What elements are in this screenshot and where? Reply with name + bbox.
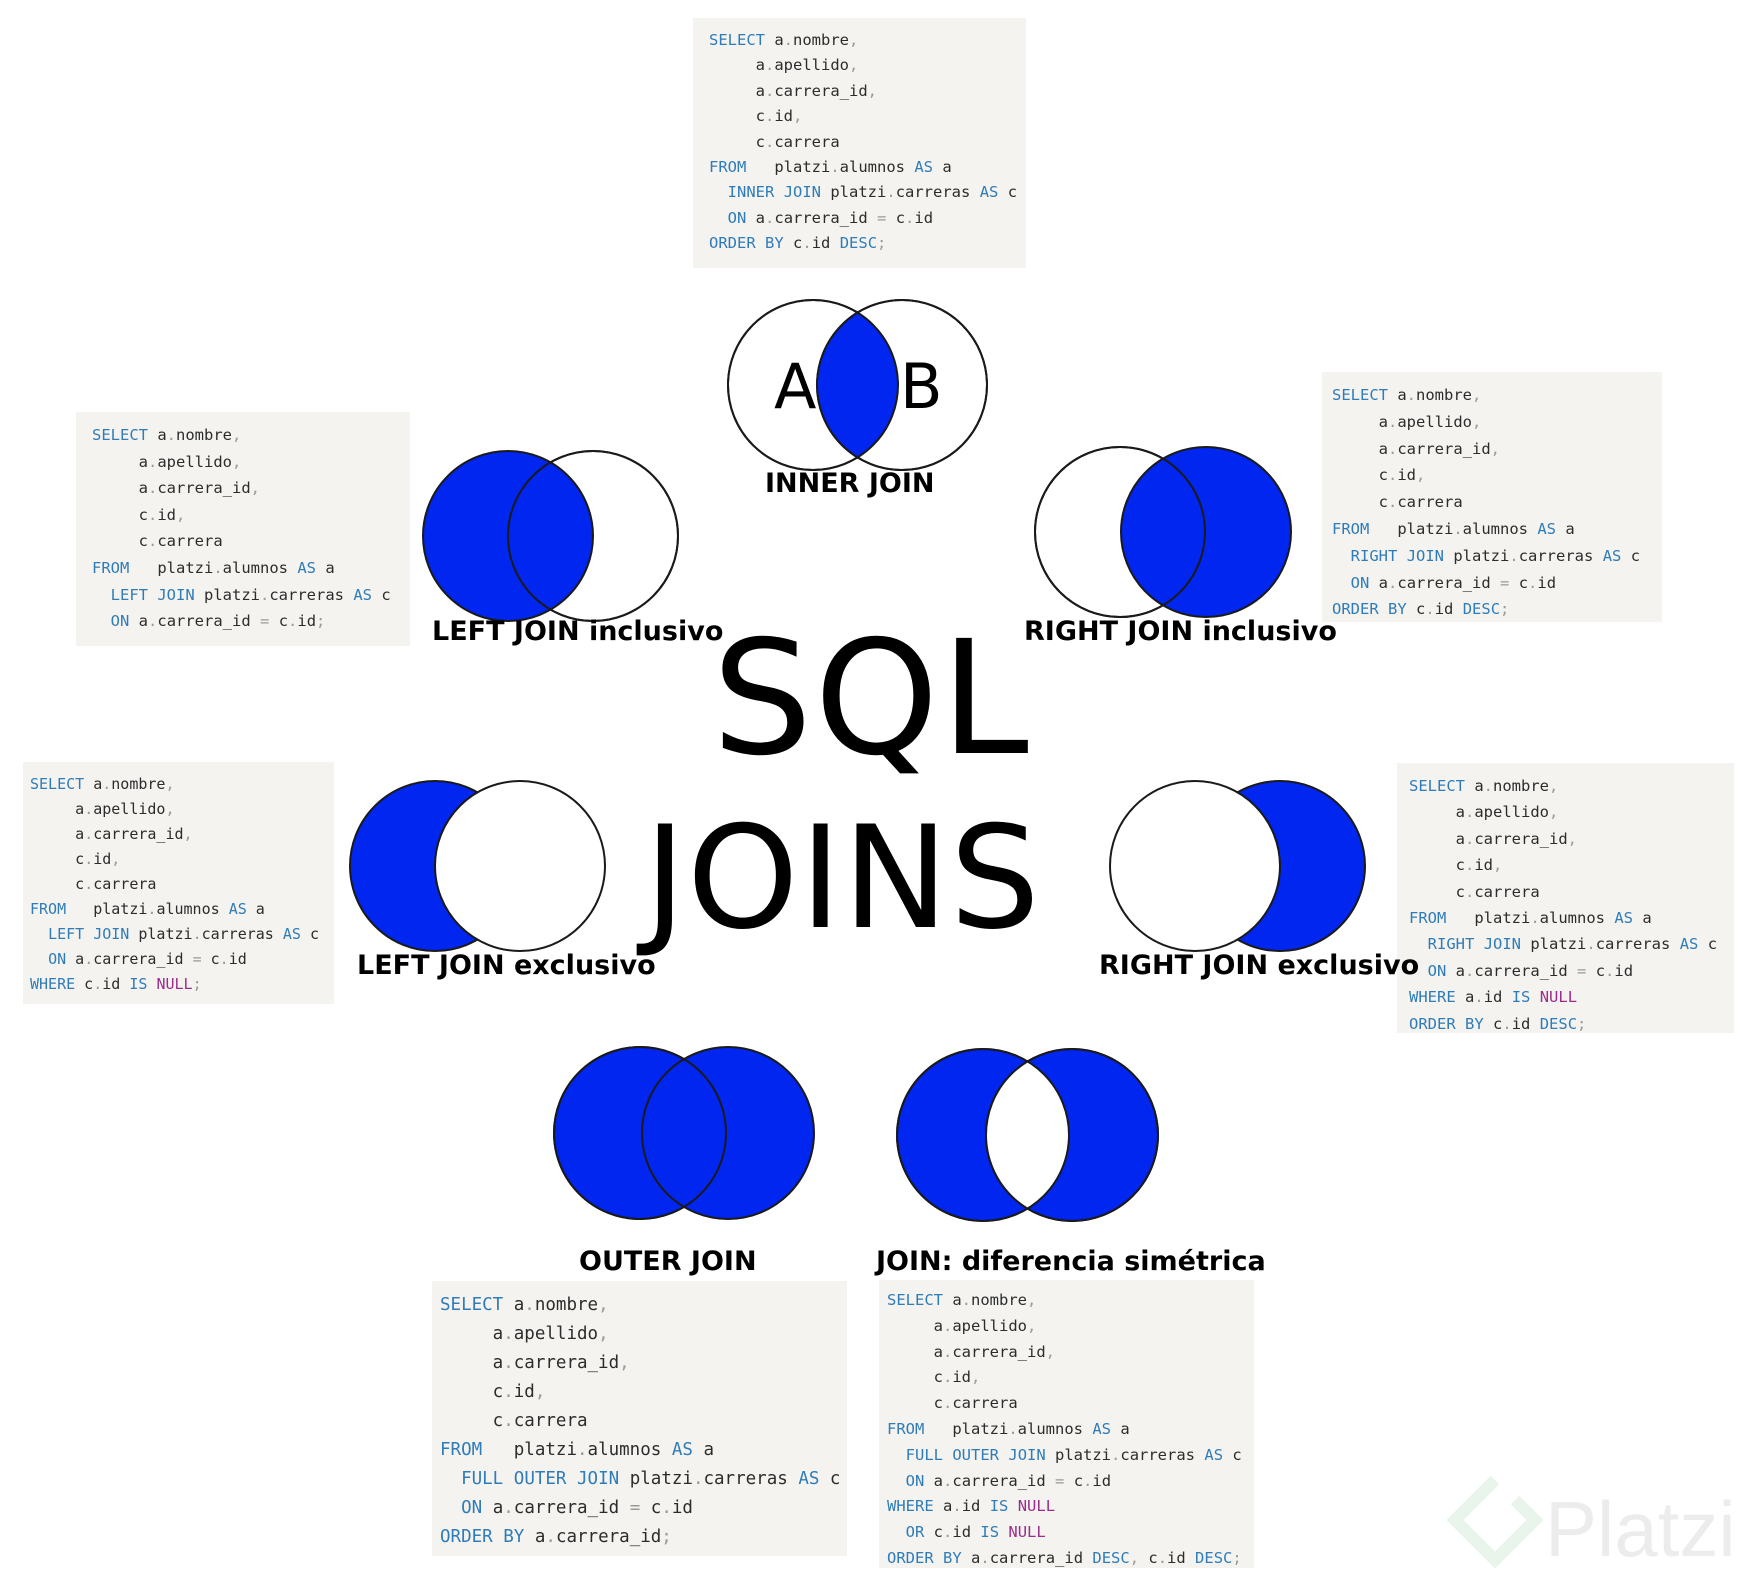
set-b-label: B xyxy=(900,350,943,423)
code-line: FROM platzi.alumnos AS a xyxy=(1332,519,1575,538)
code-line: LEFT JOIN platzi.carreras AS c xyxy=(48,925,319,943)
code-line: RIGHT JOIN platzi.carreras AS c xyxy=(1427,935,1718,954)
code-block-inner-join: SELECT a.nombre, a.apellido, a.carrera_i… xyxy=(693,18,1026,268)
code-line: WHERE a.id IS NULL xyxy=(887,1497,1056,1516)
code-line: a.apellido, xyxy=(1409,803,1559,822)
code-line: c.carrera xyxy=(92,532,223,551)
code-line: ON a.carrera_id = c.id xyxy=(48,950,247,968)
left-join-exclusive-label: LEFT JOIN exclusivo xyxy=(357,950,656,981)
platzi-brand-text: Platzi xyxy=(1545,1485,1736,1573)
code-line: SELECT a.nombre, xyxy=(30,775,175,793)
code-line: a.apellido, xyxy=(92,452,242,471)
platzi-logo-icon: Platzi xyxy=(1446,1475,1736,1573)
code-line: ORDER BY c.id DESC; xyxy=(1409,1014,1587,1033)
set-a-label: A xyxy=(774,350,816,423)
code-block-left-join-exclusive: SELECT a.nombre, a.apellido, a.carrera_i… xyxy=(23,762,334,1004)
code-line: a.carrera_id, xyxy=(887,1342,1056,1361)
code-line: a.carrera_id, xyxy=(1409,829,1578,848)
code-line: FULL OUTER JOIN platzi.carreras AS c xyxy=(461,1469,841,1489)
code-line: a.carrera_id, xyxy=(709,81,878,100)
code-line: a.apellido, xyxy=(887,1316,1037,1335)
code-line: SELECT a.nombre, xyxy=(709,31,859,49)
code-line: SELECT a.nombre, xyxy=(440,1295,609,1315)
code-line: c.carrera xyxy=(30,875,157,893)
outer-set-b-filled xyxy=(641,1046,815,1220)
code-block-left-join-inclusive: SELECT a.nombre, a.apellido, a.carrera_i… xyxy=(76,412,410,646)
code-line: c.id, xyxy=(92,505,186,524)
code-line: ORDER BY c.id DESC; xyxy=(1332,600,1510,619)
right-join-inclusive-label: RIGHT JOIN inclusivo xyxy=(1024,616,1337,647)
code-line: c.id, xyxy=(709,107,803,126)
code-line: FROM platzi.alumnos AS a xyxy=(92,558,335,577)
code-line: ON a.carrera_id = c.id xyxy=(727,208,934,227)
code-line: OR c.id IS NULL xyxy=(905,1523,1046,1542)
code-block-right-join-exclusive: SELECT a.nombre, a.apellido, a.carrera_i… xyxy=(1397,763,1734,1033)
code-line: ON a.carrera_id = c.id xyxy=(1350,573,1557,592)
code-line: c.id, xyxy=(440,1382,546,1402)
code-line: LEFT JOIN platzi.carreras AS c xyxy=(110,585,391,604)
code-block-symmetric-difference: SELECT a.nombre, a.apellido, a.carrera_i… xyxy=(879,1280,1254,1568)
code-line: RIGHT JOIN platzi.carreras AS c xyxy=(1350,546,1641,565)
code-line: FROM platzi.alumnos AS a xyxy=(887,1419,1130,1438)
code-line: FULL OUTER JOIN platzi.carreras AS c xyxy=(905,1445,1242,1464)
code-line: a.apellido, xyxy=(30,800,175,818)
code-line: c.id, xyxy=(887,1368,981,1387)
code-line: c.carrera xyxy=(1332,493,1463,512)
title-joins: JOINS xyxy=(644,796,1041,961)
code-line: SELECT a.nombre, xyxy=(887,1291,1037,1309)
code-line: a.carrera_id, xyxy=(30,825,193,843)
code-line: c.carrera xyxy=(709,132,840,151)
code-line: c.carrera xyxy=(440,1411,588,1431)
code-block-right-join-inclusive: SELECT a.nombre, a.apellido, a.carrera_i… xyxy=(1322,372,1662,622)
code-line: FROM platzi.alumnos AS a xyxy=(440,1440,714,1460)
code-line: ON a.carrera_id = c.id xyxy=(1427,961,1634,980)
code-line: a.apellido, xyxy=(1332,412,1482,431)
code-line: FROM platzi.alumnos AS a xyxy=(1409,909,1652,928)
code-line: ON a.carrera_id = c.id; xyxy=(110,612,326,631)
code-line: WHERE c.id IS NULL; xyxy=(30,975,202,993)
code-line: ON a.carrera_id = c.id xyxy=(905,1471,1112,1490)
right-join-exclusive-label: RIGHT JOIN exclusivo xyxy=(1099,950,1420,981)
code-line: c.id, xyxy=(1332,466,1426,485)
code-line: FROM platzi.alumnos AS a xyxy=(30,900,265,918)
code-line: SELECT a.nombre, xyxy=(92,426,242,444)
code-block-outer-join: SELECT a.nombre, a.apellido, a.carrera_i… xyxy=(432,1281,847,1556)
inner-join-label: INNER JOIN xyxy=(765,468,935,499)
code-line: ORDER BY a.carrera_id DESC, c.id DESC; xyxy=(887,1548,1242,1567)
platzi-watermark: Platzi xyxy=(1440,1470,1740,1580)
code-line: ORDER BY c.id DESC; xyxy=(709,234,887,253)
symmetric-difference-label: JOIN: diferencia simétrica xyxy=(876,1246,1266,1277)
code-line: a.apellido, xyxy=(709,56,859,75)
outer-join-label: OUTER JOIN xyxy=(579,1246,757,1277)
symdiff-intersection-empty xyxy=(986,1049,1069,1221)
code-line: a.apellido, xyxy=(440,1324,609,1344)
code-line: c.id, xyxy=(30,850,121,868)
code-line: ON a.carrera_id = c.id xyxy=(461,1498,693,1518)
code-line: a.carrera_id, xyxy=(1332,439,1501,458)
code-line: SELECT a.nombre, xyxy=(1332,386,1482,404)
code-line: INNER JOIN platzi.carreras AS c xyxy=(727,183,1018,202)
code-line: c.id, xyxy=(1409,856,1503,875)
left-join-inclusive-label: LEFT JOIN inclusivo xyxy=(432,616,724,647)
code-line: WHERE a.id IS NULL xyxy=(1409,988,1578,1007)
code-line: SELECT a.nombre, xyxy=(1409,777,1559,795)
code-line: FROM platzi.alumnos AS a xyxy=(709,158,952,177)
code-line: c.carrera xyxy=(1409,882,1540,901)
code-line: ORDER BY a.carrera_id; xyxy=(440,1527,672,1547)
code-line: a.carrera_id, xyxy=(440,1353,630,1373)
code-line: a.carrera_id, xyxy=(92,479,261,498)
code-line: c.carrera xyxy=(887,1394,1018,1413)
inner-intersection xyxy=(817,300,898,470)
title-sql: SQL xyxy=(712,607,1031,791)
